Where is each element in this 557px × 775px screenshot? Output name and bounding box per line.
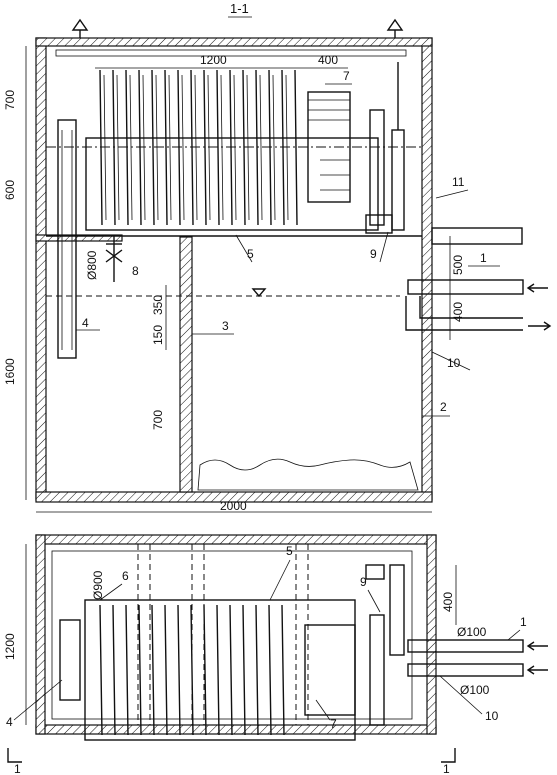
- callout-7-top: 7: [343, 69, 350, 83]
- callout-2: 2: [440, 400, 447, 414]
- plan-arrow-out: [526, 665, 548, 675]
- dim-1200-plan: 1200: [3, 633, 17, 660]
- diameter-800: Ø800: [85, 250, 99, 280]
- section-mark-left-label: 1: [14, 762, 21, 775]
- valve-8: [105, 236, 123, 282]
- plan-gearbox: [369, 614, 385, 726]
- dim-1200: 1200: [200, 53, 227, 67]
- roof-beam: [55, 49, 407, 57]
- drive-housing-lines: [308, 99, 350, 191]
- section-mark-right: 1: [441, 748, 456, 775]
- outlet-pipe-10: [405, 296, 523, 331]
- arrow-in: [526, 283, 548, 293]
- callout-11: 11: [452, 175, 465, 189]
- inlet-channel: [57, 119, 77, 359]
- drive-housing: [307, 91, 351, 203]
- gearbox-column: [369, 109, 385, 226]
- disc-array: [99, 69, 298, 226]
- callout-4-plan: 4: [6, 715, 13, 729]
- sludge-layer: [197, 458, 419, 491]
- leader-11: [435, 189, 469, 199]
- plan-right-wall: [426, 534, 437, 735]
- leader-5-plan: [269, 559, 291, 601]
- dim-500: 500: [451, 255, 465, 275]
- plan-outlet-pipe: [407, 663, 524, 677]
- plan-view: 1200 400 Ø900 Ø100 Ø100 6 5 9 1 4 7 10 1…: [3, 534, 548, 775]
- dim-2000: 2000: [220, 499, 247, 513]
- dim-600: 600: [3, 180, 17, 200]
- diameter-100-top: Ø100: [457, 625, 487, 639]
- chain-drive: [391, 129, 405, 231]
- plan-inlet-pipe: [407, 639, 524, 653]
- tank-trough: [85, 137, 379, 231]
- dim-400-top: 400: [318, 53, 338, 67]
- section-title: 1-1: [230, 1, 249, 16]
- outlet-trough-11: [431, 227, 523, 245]
- leader-10-top: [431, 351, 471, 371]
- plan-top-wall: [35, 534, 437, 545]
- plan-left-wall: [35, 534, 46, 735]
- roof-slab: [35, 37, 433, 47]
- callout-3: 3: [222, 319, 229, 333]
- bottom-slab: [35, 491, 433, 503]
- left-wall: [35, 37, 47, 501]
- callout-5-plan: 5: [286, 544, 293, 558]
- leader-6: [99, 583, 123, 601]
- callout-1-plan: 1: [520, 615, 527, 629]
- callout-10-plan: 10: [485, 709, 499, 723]
- plan-chain: [389, 564, 405, 656]
- callout-6: 6: [122, 569, 129, 583]
- callout-9-top: 9: [370, 247, 377, 261]
- section-mark-left: 1: [7, 748, 22, 775]
- leader-1-plan: [507, 629, 521, 641]
- callout-1-top: 1: [480, 251, 487, 265]
- dim-400-plan: 400: [441, 592, 455, 612]
- leader-5-top: [235, 234, 253, 263]
- left-floor-slab: [35, 234, 123, 242]
- plan-bottom-wall: [35, 724, 437, 735]
- leader-10-plan: [439, 675, 483, 715]
- leader-9-top: [379, 231, 389, 263]
- plan-arrow-in: [526, 641, 548, 651]
- callout-10-top: 10: [447, 356, 461, 370]
- dim-700-top: 700: [3, 90, 17, 110]
- callout-8: 8: [132, 264, 139, 278]
- water-level-marker: [251, 288, 267, 298]
- leader-7-plan: [315, 699, 331, 721]
- diameter-100-bottom: Ø100: [460, 683, 490, 697]
- plan-inlet-channel: [59, 619, 81, 701]
- plan-disc-array: [99, 604, 285, 736]
- section-mark-right-label: 1: [443, 762, 450, 775]
- plan-motor: [365, 564, 385, 580]
- callout-5-top: 5: [247, 247, 254, 261]
- dim-350: 350: [151, 295, 165, 315]
- section-view: 1-1: [3, 1, 552, 513]
- callout-4-top: 4: [82, 316, 89, 330]
- plan-drive-housing: [304, 624, 356, 716]
- leader-9-plan: [367, 589, 381, 613]
- arrow-out: [528, 321, 552, 331]
- callout-7-plan: 7: [330, 717, 337, 731]
- inlet-pipe-1: [407, 279, 524, 295]
- dim-150: 150: [151, 325, 165, 345]
- vent-cap-left: [71, 18, 89, 38]
- leader-4-plan: [13, 679, 63, 721]
- dim-700-lower: 700: [151, 410, 165, 430]
- inlet-channel-inner: [61, 130, 73, 350]
- callout-9-plan: 9: [360, 575, 367, 589]
- partition-wall: [179, 236, 193, 493]
- right-wall: [421, 37, 433, 501]
- dim-1600: 1600: [3, 358, 17, 385]
- vent-cap-right: [386, 18, 404, 38]
- diameter-900: Ø900: [91, 570, 105, 600]
- dim-400-right: 400: [451, 302, 465, 322]
